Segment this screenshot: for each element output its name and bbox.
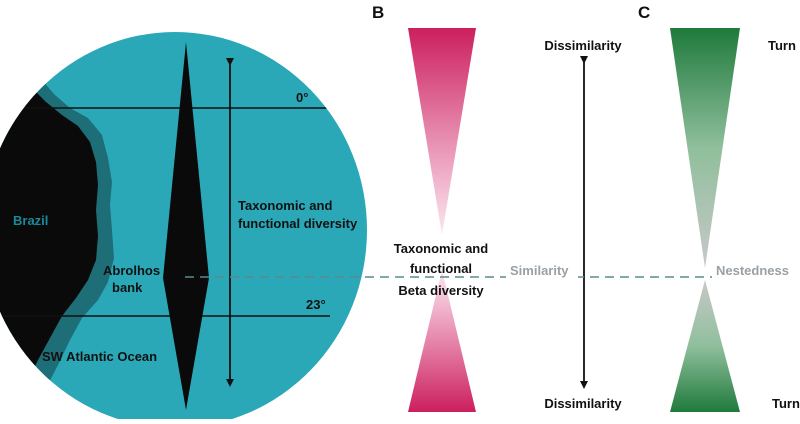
beta-diversity-label-line3: Beta diversity bbox=[398, 283, 484, 298]
latitude-23-label: 23° bbox=[306, 297, 326, 312]
nestedness-label: Nestedness bbox=[716, 263, 789, 278]
turnover-bottom-label: Turn bbox=[772, 396, 800, 411]
diversity-label-line2: functional diversity bbox=[238, 216, 358, 231]
brazil-label: Brazil bbox=[13, 213, 48, 228]
abrolhos-label-line1: Abrolhos bbox=[103, 263, 160, 278]
turnover-top-label: Turn bbox=[768, 38, 796, 53]
beta-diversity-cone-bottom bbox=[408, 270, 476, 412]
beta-diversity-label-line1: Taxonomic and bbox=[394, 241, 488, 256]
similarity-label: Similarity bbox=[510, 263, 569, 278]
beta-diversity-cone-top bbox=[408, 28, 476, 235]
diversity-diamond bbox=[163, 42, 209, 410]
turnover-cone-bottom bbox=[670, 280, 740, 412]
diversity-label-line1: Taxonomic and bbox=[238, 198, 332, 213]
beta-diversity-label-line2: functional bbox=[410, 261, 472, 276]
panel-b: B Taxonomic and functional Beta diversit… bbox=[372, 3, 622, 412]
dissimilarity-top-label: Dissimilarity bbox=[544, 38, 622, 53]
panel-c: C Nestedness Turn Turn bbox=[638, 3, 800, 412]
panel-c-letter: C bbox=[638, 3, 650, 22]
panel-b-letter: B bbox=[372, 3, 384, 22]
dissimilarity-bottom-label: Dissimilarity bbox=[544, 396, 622, 411]
latitude-0-label: 0° bbox=[296, 90, 308, 105]
turnover-cone-top bbox=[670, 28, 740, 268]
map-panel: 0° 23° Brazil Abrolhos bank SW Atlantic … bbox=[0, 32, 367, 424]
south-america-land bbox=[0, 68, 98, 419]
ocean-label: SW Atlantic Ocean bbox=[42, 349, 157, 364]
abrolhos-label-line2: bank bbox=[112, 280, 143, 295]
similarity-label-bg bbox=[506, 262, 578, 282]
nestedness-label-bg bbox=[712, 262, 800, 282]
